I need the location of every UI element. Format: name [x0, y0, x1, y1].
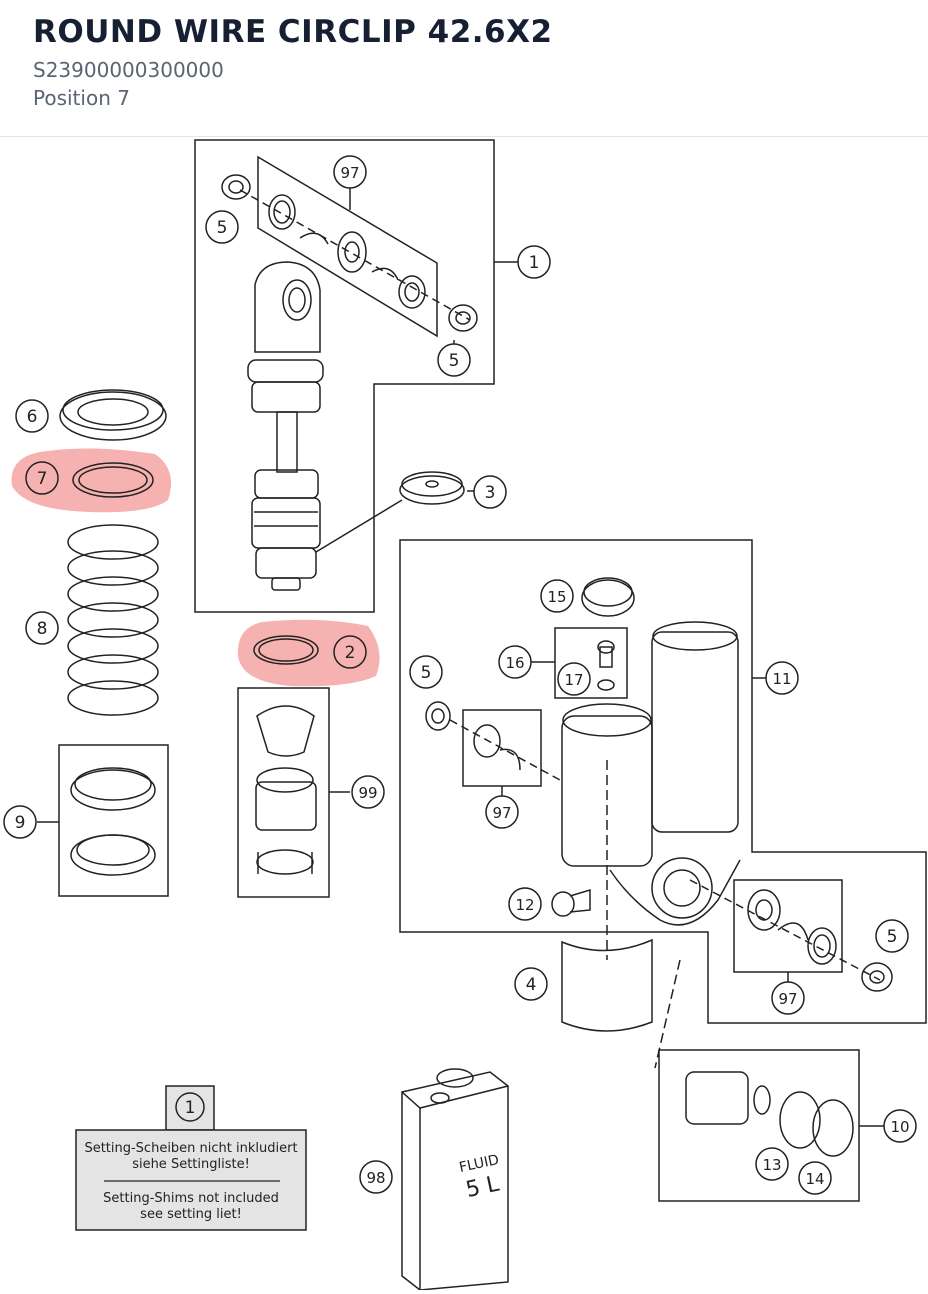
- callout-16: 16: [505, 654, 524, 672]
- callout-1: 1: [529, 253, 540, 273]
- callout-99: 99: [358, 784, 377, 802]
- callout-12: 12: [515, 896, 534, 914]
- callout-6: 6: [27, 407, 38, 427]
- group-9-frame: [58, 744, 169, 897]
- part-number: S23900000300000: [33, 58, 224, 82]
- callout-5-top-right: 5: [449, 351, 460, 371]
- fluid-canister: [401, 1071, 509, 1291]
- callout-97-left: 97: [492, 804, 511, 822]
- group-1-frame: [194, 139, 495, 613]
- note-line-2: siehe Settingliste!: [132, 1157, 250, 1172]
- callout-4: 4: [526, 975, 537, 995]
- callout-1-note: 1: [185, 1098, 196, 1118]
- callout-3: 3: [485, 483, 496, 503]
- part-position: Position 7: [33, 86, 130, 110]
- callout-14: 14: [805, 1170, 824, 1188]
- note-box: [75, 1129, 307, 1231]
- callout-5-top-left: 5: [217, 218, 228, 238]
- callout-13: 13: [762, 1156, 781, 1174]
- callout-10: 10: [890, 1118, 909, 1136]
- part-title: ROUND WIRE CIRCLIP 42.6X2: [33, 14, 553, 50]
- callout-8: 8: [37, 619, 48, 639]
- callout-5-right: 5: [887, 927, 898, 947]
- callout-97-top: 97: [340, 164, 359, 182]
- exploded-view-diagram: 1 2 3 4 5 5 5 5 6 7 8 9 10 11 12 13 14 1…: [0, 137, 928, 1291]
- callout-7: 7: [37, 469, 48, 489]
- group-11-frame: [399, 539, 927, 1024]
- group-97-upper-frame: [257, 155, 438, 338]
- part-header: ROUND WIRE CIRCLIP 42.6X2 S2390000030000…: [0, 0, 928, 137]
- callout-5-reservoir: 5: [421, 663, 432, 683]
- spring: [67, 524, 159, 716]
- note-line-3: Setting-Shims not included: [103, 1191, 279, 1206]
- group-97-right-frame: [733, 879, 843, 973]
- callout-2: 2: [345, 643, 356, 663]
- callout-11: 11: [772, 670, 791, 688]
- callout-17: 17: [564, 671, 583, 689]
- note-line-4: see setting liet!: [140, 1207, 242, 1222]
- group-16-frame: [554, 627, 628, 699]
- canister-volume: 5 L: [464, 1171, 502, 1203]
- note-line-1: Setting-Scheiben nicht inkludiert: [84, 1141, 297, 1156]
- callout-9: 9: [15, 813, 26, 833]
- callout-98: 98: [366, 1169, 385, 1187]
- callout-97-right: 97: [778, 990, 797, 1008]
- callout-15: 15: [547, 588, 566, 606]
